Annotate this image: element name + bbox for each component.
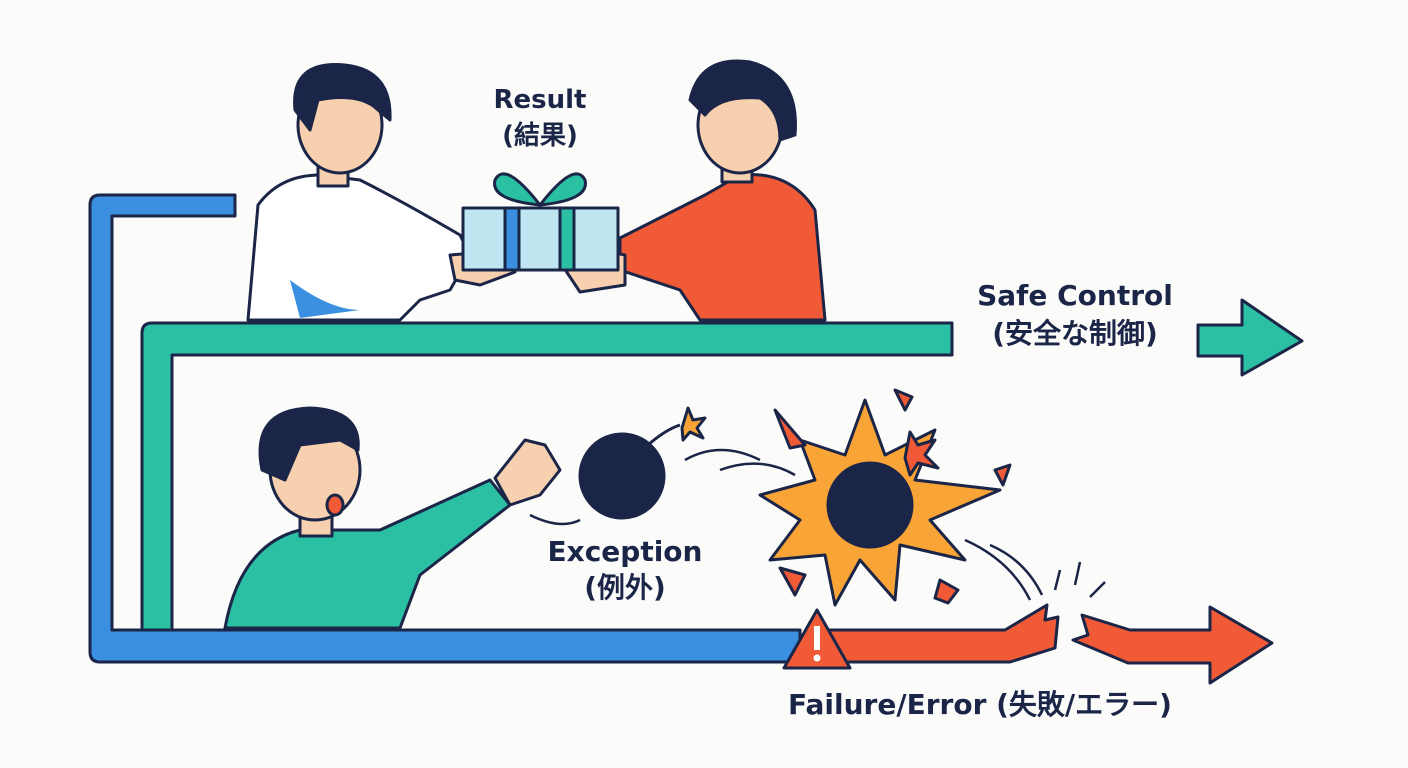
warning-icon: [782, 608, 852, 670]
gift-icon: [461, 172, 620, 272]
motion-lines: [529, 448, 1106, 601]
safe-arrow-icon: [1196, 298, 1304, 377]
person-giver: [246, 63, 517, 322]
bomb-icon: [578, 406, 707, 520]
safe-control-jp-label: (安全な制御): [992, 317, 1158, 350]
result-jp-label: (結果): [502, 120, 578, 151]
failure-arrow-icon: [1071, 605, 1274, 685]
teal-safe-path: [140, 321, 954, 632]
safe-control-label: Safe Control: [977, 279, 1173, 312]
failure-label: Failure/Error (失敗/エラー): [788, 688, 1172, 721]
explosion-icon: [758, 388, 1012, 607]
red-failure-path: [818, 603, 1060, 664]
person-receiver: [558, 59, 827, 322]
exception-label: Exception: [548, 535, 703, 568]
person-thrower: [223, 406, 562, 630]
exception-jp-label: (例外): [584, 571, 666, 604]
result-label: Result: [494, 85, 587, 115]
